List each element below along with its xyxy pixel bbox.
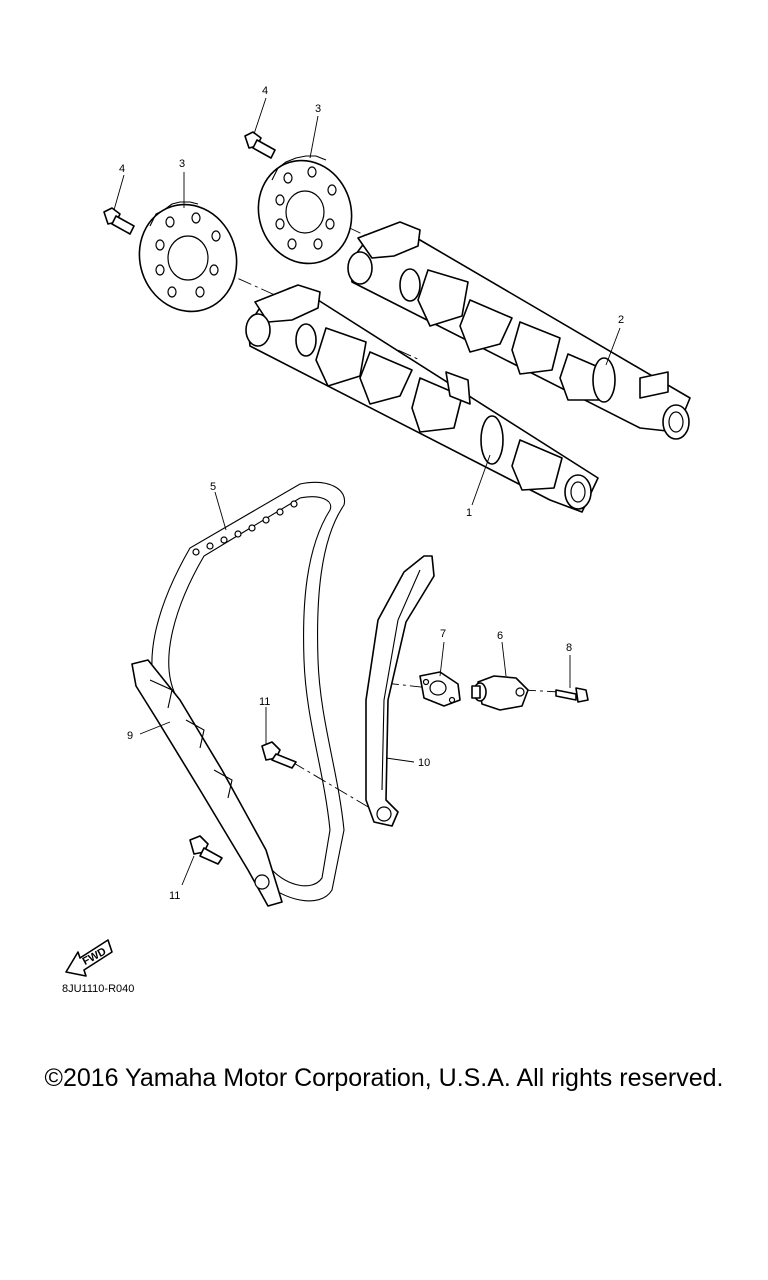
chain-links	[192, 500, 298, 556]
guide-bolt-11-upper	[261, 741, 297, 769]
cam-sprocket-3-right	[257, 155, 353, 265]
callout-6: 6	[497, 630, 503, 642]
callout-9: 9	[127, 730, 133, 742]
camshaft-1	[245, 284, 599, 513]
callout-2: 2	[618, 314, 624, 326]
callout-5: 5	[210, 481, 216, 493]
leader-lines	[113, 97, 621, 886]
callout-3-left: 3	[179, 158, 185, 170]
callout-8: 8	[566, 642, 572, 654]
tensioner-guide-10	[365, 555, 435, 827]
fwd-label: FWD	[81, 946, 109, 968]
camshaft-2	[347, 221, 691, 440]
callout-10: 10	[418, 757, 430, 769]
callout-1: 1	[466, 507, 472, 519]
exploded-parts-diagram: FWD 1 2 3 3 4 4 5 6 7 8 9 10 11 11	[65, 85, 691, 977]
chain-tensioner-6	[471, 675, 529, 711]
callout-7: 7	[440, 628, 446, 640]
callout-3-right: 3	[315, 103, 321, 115]
centerline-guide-bolt	[291, 761, 371, 809]
tensioner-bolt-8	[555, 687, 589, 703]
callout-11-lower: 11	[169, 890, 180, 902]
callout-4-right: 4	[262, 85, 268, 97]
cam-sprocket-3-left	[138, 201, 238, 313]
chain-guide-9	[131, 659, 283, 907]
sprocket-bolt-4-left	[103, 207, 135, 235]
copyright-notice: ©2016 Yamaha Motor Corporation, U.S.A. A…	[44, 1064, 724, 1092]
sprocket-bolt-4-right	[244, 131, 276, 159]
callout-4-left: 4	[119, 163, 125, 175]
guide-bolt-11-lower	[189, 835, 223, 865]
diagram-code: 8JU1110-R040	[62, 983, 135, 995]
callout-11-upper: 11	[259, 696, 270, 708]
forward-direction-arrow-icon: FWD	[65, 939, 113, 977]
gasket-7	[419, 671, 461, 707]
